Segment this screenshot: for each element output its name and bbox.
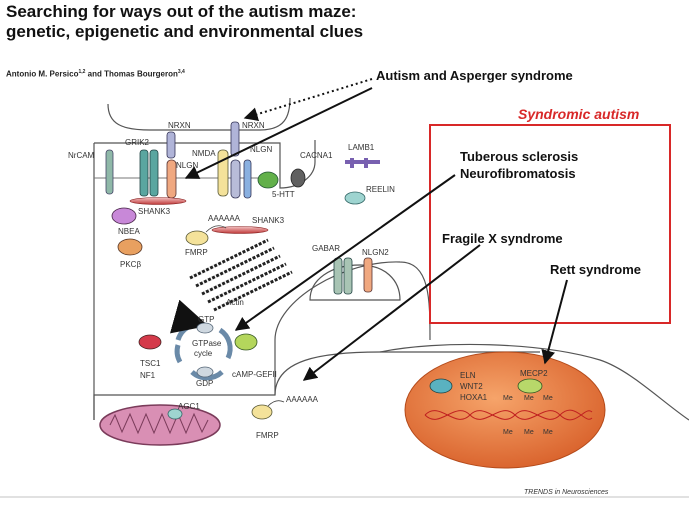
label-nrcam: NrCAM xyxy=(68,151,95,160)
gaba-synapse xyxy=(309,264,401,301)
label-wnt2: WNT2 xyxy=(460,382,483,391)
reelin-molecule xyxy=(344,191,366,205)
actin-filaments xyxy=(189,238,293,312)
label-reelin: REELIN xyxy=(366,185,395,194)
soma-outline xyxy=(274,351,540,396)
label-nbea: NBEA xyxy=(118,227,140,236)
pkc-molecule xyxy=(117,238,143,256)
nlgn-a xyxy=(166,159,177,199)
dna-helix xyxy=(424,409,593,421)
label-me-6: Me xyxy=(543,429,553,436)
label-nlgn2: NLGN2 xyxy=(362,248,389,257)
label-me-1: Me xyxy=(503,395,513,402)
label-gabar: GABAR xyxy=(312,244,340,253)
label-gtpase: GTPase xyxy=(192,339,222,348)
gtp-node xyxy=(196,322,214,334)
arrow-tuberous xyxy=(234,174,456,331)
label-lamb1: LAMB1 xyxy=(348,143,375,152)
label-syndromic-autism: Syndromic autism xyxy=(518,106,640,122)
tsc1-molecule xyxy=(138,334,162,350)
fmrp-b-molecule xyxy=(251,404,273,420)
label-grik2: GRIK2 xyxy=(125,138,150,147)
channel-extra xyxy=(243,159,252,199)
presynaptic-terminal xyxy=(107,97,291,131)
shank3-bar-b xyxy=(211,226,269,234)
nrcam-molecule xyxy=(105,149,114,195)
label-hoxa1: HOXA1 xyxy=(460,393,488,402)
author-1-affiliation: 1,2 xyxy=(78,69,86,75)
label-cacna1: CACNA1 xyxy=(300,151,333,160)
arrow-fragile-x xyxy=(302,244,481,381)
label-shank3-a: SHANK3 xyxy=(138,207,171,216)
label-actin: Actin xyxy=(226,298,244,307)
label-eln: ELN xyxy=(460,371,476,380)
nrxn-left xyxy=(166,131,176,159)
5htt-transporter xyxy=(257,171,279,189)
label-nf1: NF1 xyxy=(140,371,156,380)
label-me-3: Me xyxy=(543,395,553,402)
label-gtp: GTP xyxy=(198,315,214,324)
nucleus xyxy=(404,351,606,469)
label-nmda: NMDA xyxy=(192,149,216,158)
soma-membrane xyxy=(379,343,689,421)
dendrite-lower xyxy=(93,261,431,420)
agc1-molecule xyxy=(167,408,183,420)
fmrp-a-molecule xyxy=(185,230,209,246)
label-5htt: 5-HTT xyxy=(272,190,295,199)
nbea-molecule xyxy=(111,207,137,225)
mitochondrion xyxy=(99,404,221,446)
label-mecp2: MECP2 xyxy=(520,369,548,378)
author-2: and Thomas Bourgeron xyxy=(85,69,178,79)
label-me-4: Me xyxy=(503,429,513,436)
arrow-autism-dotted xyxy=(243,78,373,121)
label-pkc: PKCβ xyxy=(120,260,141,269)
label-campgefii: cAMP-GEFII xyxy=(232,370,277,379)
authors-line: Antonio M. Persico1,2 and Thomas Bourger… xyxy=(6,69,185,79)
author-2-affiliation: 3,4 xyxy=(177,69,185,75)
lamb1-molecule xyxy=(345,158,380,168)
label-tsc1: TSC1 xyxy=(140,359,161,368)
label-aaaaaa-a: AAAAAA xyxy=(208,214,241,223)
gefii-molecule xyxy=(234,333,258,351)
label-nrxn-right: NRXN xyxy=(242,121,265,130)
label-me-5: Me xyxy=(524,429,534,436)
label-cycle: cycle xyxy=(194,349,213,358)
author-1: Antonio M. Persico xyxy=(6,69,79,79)
grik2-channel xyxy=(139,149,149,197)
eln-molecule xyxy=(429,378,453,394)
label-fmrp-a: FMRP xyxy=(185,248,208,257)
label-nrxn-left: NRXN xyxy=(168,121,191,130)
mecp2-molecule xyxy=(517,378,543,394)
label-aaaaaa-b: AAAAAA xyxy=(286,395,319,404)
label-nlgn-b: NLGN xyxy=(250,145,272,154)
label-fragile-x: Fragile X syndrome xyxy=(442,231,563,246)
source-credit: TRENDS in Neurosciences xyxy=(524,489,609,496)
arrow-rett xyxy=(541,279,568,365)
nmda-channel xyxy=(217,149,229,197)
syndromic-autism-box xyxy=(429,124,671,324)
label-autism-asperger: Autism and Asperger syndrome xyxy=(376,68,573,83)
label-neurofibromatosis: Neurofibromatosis xyxy=(460,166,576,181)
label-fmrp-b: FMRP xyxy=(256,431,279,440)
gdp-node xyxy=(196,366,214,378)
label-me-2: Me xyxy=(524,395,534,402)
label-agc1: AGC1 xyxy=(178,402,200,411)
shank3-bar-a xyxy=(129,197,187,205)
label-shank3-b: SHANK3 xyxy=(252,216,285,225)
label-tuberous-sclerosis: Tuberous sclerosis xyxy=(460,149,579,164)
label-gdp: GDP xyxy=(196,379,213,388)
nrxn-right xyxy=(230,121,240,157)
nlgn2-molecule xyxy=(363,257,373,293)
label-rett: Rett syndrome xyxy=(550,262,642,277)
gabar-channel xyxy=(333,257,343,295)
nlgn-b xyxy=(230,159,241,199)
arrow-autism-solid xyxy=(184,87,373,179)
figure-title: Searching for ways out of the autism maz… xyxy=(6,2,364,41)
cacna1-channel xyxy=(290,168,306,188)
label-nlgn-a: NLGN xyxy=(176,161,198,170)
